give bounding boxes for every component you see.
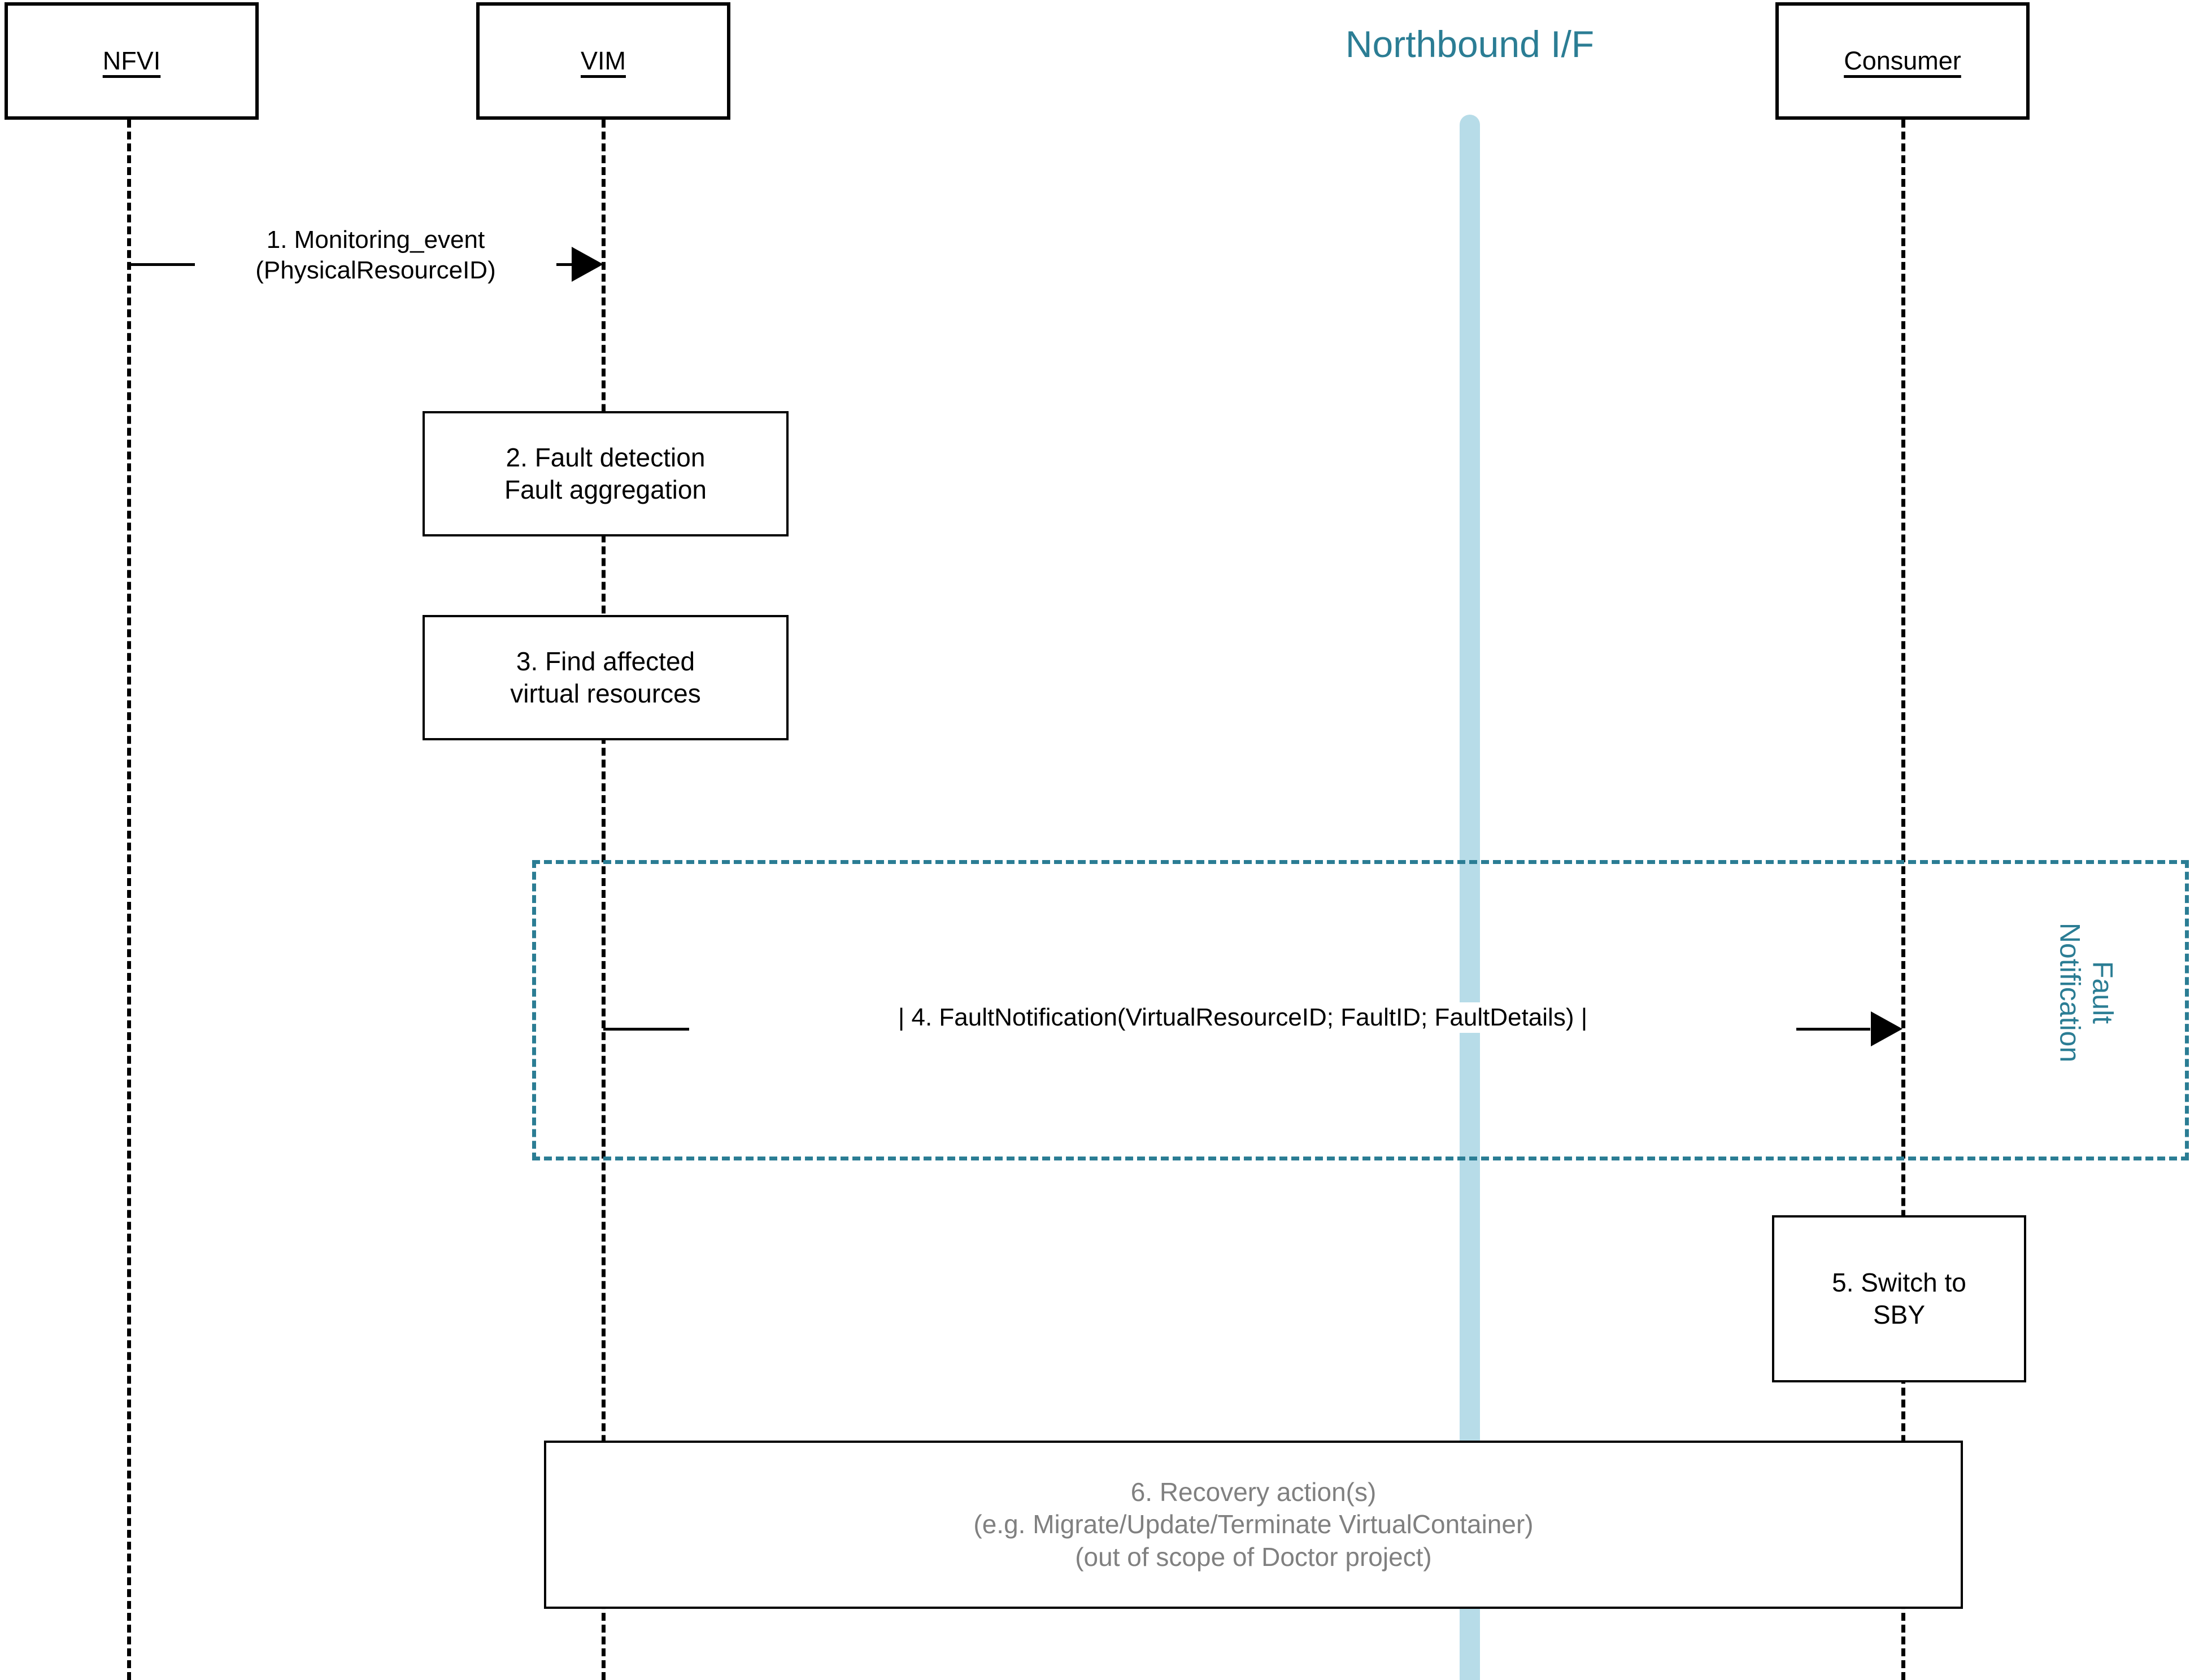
action-box-6-line2: (e.g. Migrate/Update/Terminate VirtualCo… [973, 1509, 1534, 1539]
participant-consumer[interactable]: Consumer [1775, 2, 2030, 120]
participant-nfvi-label: NFVI [102, 46, 161, 75]
message-1-arrowhead [572, 247, 603, 282]
action-box-5-line2: SBY [1873, 1300, 1926, 1329]
message-4-label: | 4. FaultNotification(VirtualResourceID… [689, 1002, 1796, 1033]
lifeline-vim [602, 120, 606, 1680]
message-1-label: 1. Monitoring_event (PhysicalResourceID) [195, 225, 556, 286]
action-box-2-fault-detection[interactable]: 2. Fault detection Fault aggregation [423, 411, 789, 536]
action-box-5-line1: 5. Switch to [1832, 1267, 1966, 1297]
action-box-3-line2: virtual resources [510, 679, 701, 708]
action-box-3-find-affected-resources[interactable]: 3. Find affected virtual resources [423, 615, 789, 740]
lifeline-nfvi [127, 120, 131, 1680]
fragment-fault-notification-label: Fault Notification [2054, 874, 2119, 1111]
message-1-label-line2: (PhysicalResourceID) [255, 256, 496, 284]
action-box-5-switch-to-sby[interactable]: 5. Switch to SBY [1772, 1215, 2026, 1382]
fragment-fault-notification [532, 860, 2189, 1160]
participant-vim-label: VIM [580, 46, 626, 75]
action-box-6-line1: 6. Recovery action(s) [1130, 1477, 1377, 1507]
message-4-arrowhead [1871, 1011, 1902, 1046]
message-1-label-line1: 1. Monitoring_event [266, 226, 485, 254]
lifeline-consumer [1901, 120, 1905, 1680]
message-4-label-line1: | 4. FaultNotification(VirtualResourceID… [898, 1003, 1588, 1031]
action-box-2-line2: Fault aggregation [504, 475, 707, 504]
northbound-interface-bar [1460, 115, 1480, 1680]
fragment-label-line1: Fault [2087, 961, 2119, 1024]
action-box-6-recovery-actions[interactable]: 6. Recovery action(s) (e.g. Migrate/Upda… [544, 1441, 1963, 1609]
participant-vim[interactable]: VIM [476, 2, 730, 120]
northbound-interface-title: Northbound I/F [1345, 23, 1595, 65]
participant-consumer-label: Consumer [1844, 46, 1961, 75]
action-box-3-line1: 3. Find affected [516, 646, 695, 676]
action-box-6-line3: (out of scope of Doctor project) [1075, 1542, 1432, 1572]
participant-nfvi[interactable]: NFVI [5, 2, 259, 120]
action-box-2-line1: 2. Fault detection [506, 442, 706, 472]
fragment-label-line2: Notification [2054, 922, 2086, 1063]
